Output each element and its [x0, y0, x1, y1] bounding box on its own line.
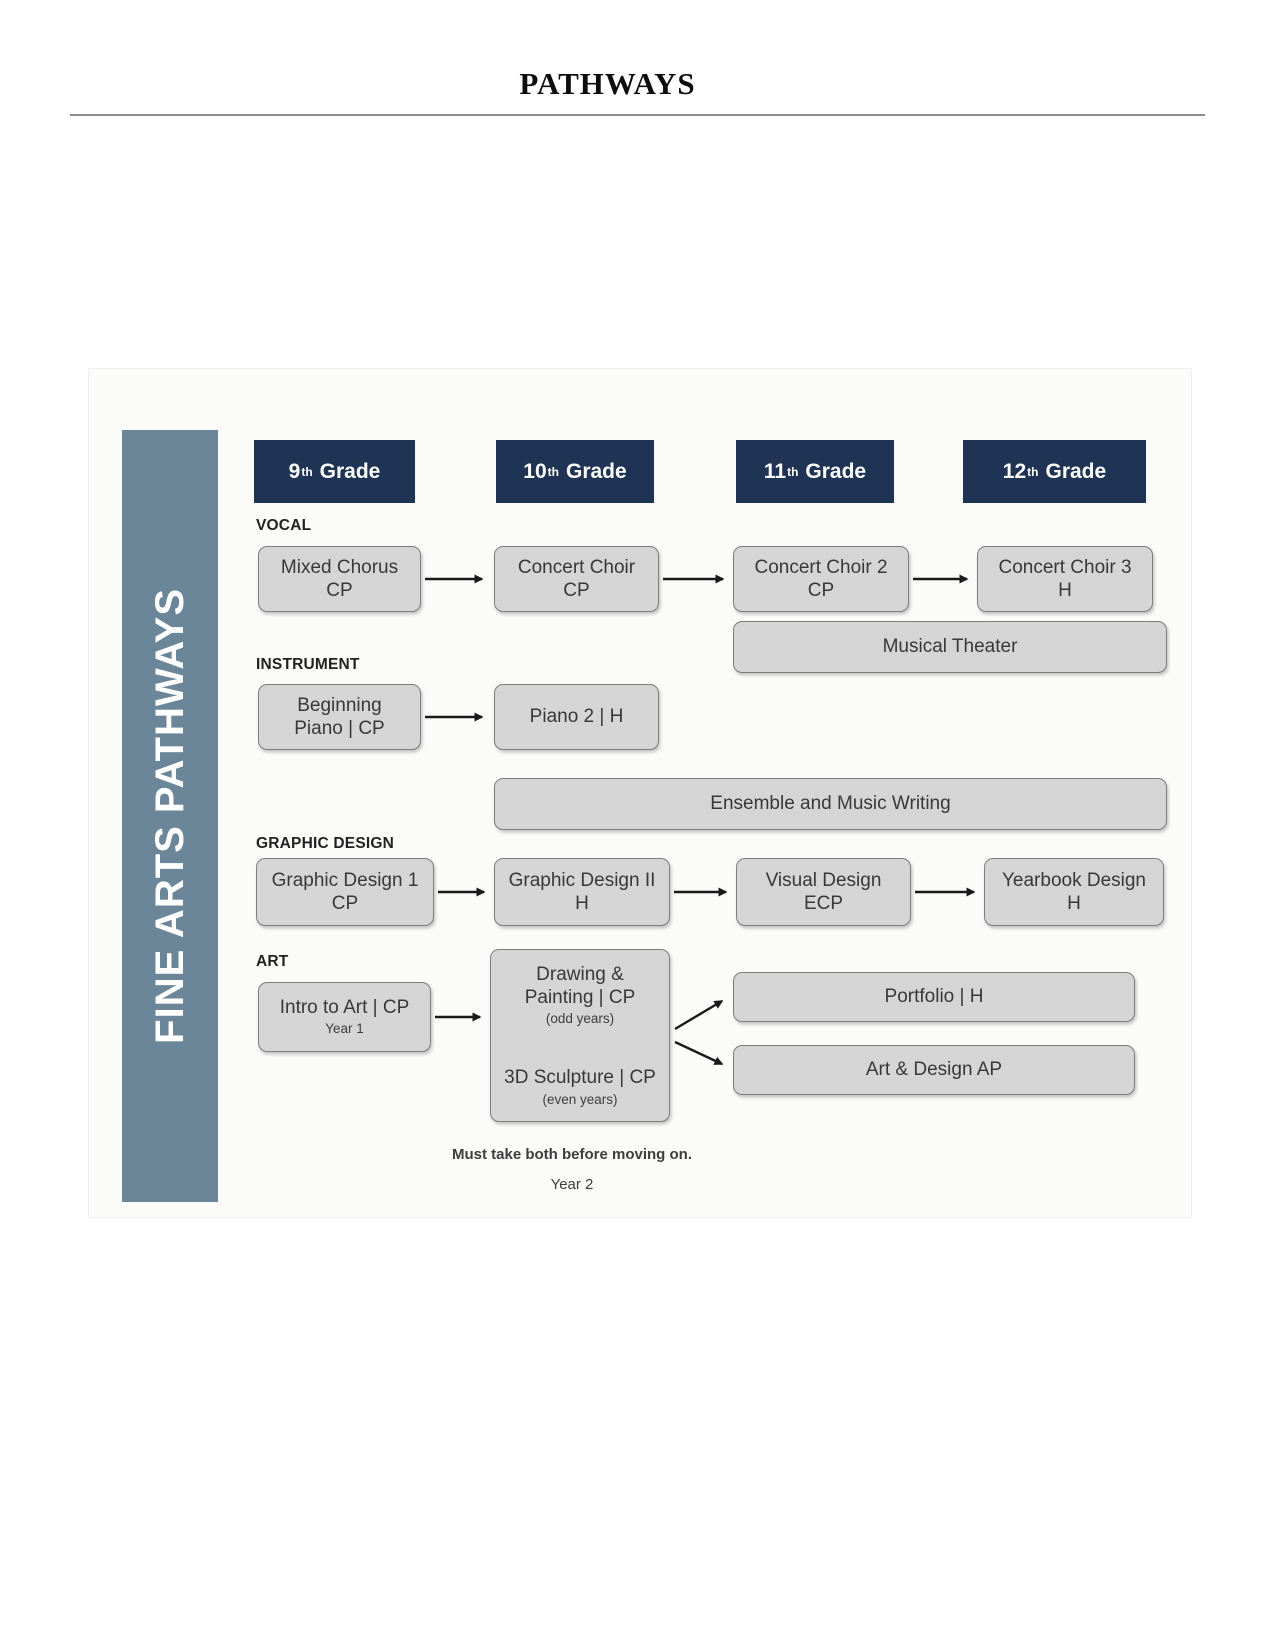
course-level: CP: [326, 580, 353, 601]
page-title: PATHWAYS: [519, 66, 696, 101]
course-box-art-design-ap: Art & Design AP: [733, 1045, 1135, 1095]
course-box-intro-to-art: Intro to Art | CP Year 1: [258, 982, 431, 1052]
course-box-graphic-design-1: Graphic Design 1 CP: [256, 858, 434, 926]
course-box-mixed-chorus: Mixed Chorus CP: [258, 546, 421, 612]
grade-word: Grade: [319, 459, 381, 483]
section-label-art: ART: [256, 953, 289, 970]
section-label-graphic-design: GRAPHIC DESIGN: [256, 835, 395, 852]
course-line: Graphic Design 1: [271, 869, 419, 891]
course-level: H: [575, 893, 589, 914]
course-line: Concert Choir 2: [754, 556, 888, 578]
course-line: 3D Sculpture | CP: [504, 1067, 656, 1089]
course-box-concert-choir-2: Concert Choir 2 CP: [733, 546, 909, 612]
grade-number: 12: [1002, 459, 1027, 483]
grade-number: 11: [763, 459, 787, 483]
course-line: Art & Design AP: [865, 1059, 1003, 1081]
course-box-yearbook-design: Yearbook Design H: [984, 858, 1164, 926]
grade-word: Grade: [1045, 459, 1107, 483]
course-level: H: [1058, 580, 1072, 601]
grade-number: 10: [523, 459, 547, 483]
course-line: Yearbook Design: [1001, 869, 1146, 891]
course-line: Ensemble and Music Writing: [710, 793, 951, 815]
course-box-graphic-design-2: Graphic Design II H: [494, 858, 670, 926]
course-line: Portfolio | H: [884, 986, 984, 1008]
course-line: Beginning: [297, 694, 382, 716]
caption-line-2: Year 2: [550, 1176, 594, 1193]
course-note: (odd years): [545, 1011, 615, 1027]
fine-arts-pathways-sidebar: FINE ARTS PATHWAYS: [122, 430, 218, 1202]
course-line: Concert Choir: [517, 556, 636, 578]
course-line: Graphic Design II: [508, 869, 656, 891]
title-divider: [70, 114, 1205, 116]
caption-line-1: Must take both before moving on.: [451, 1146, 692, 1163]
sidebar-label: FINE ARTS PATHWAYS: [147, 588, 192, 1044]
grade-number: 9: [288, 459, 301, 483]
course-level: CP: [807, 580, 835, 601]
course-level: ECP: [803, 893, 844, 914]
course-level: CP: [563, 580, 590, 601]
section-label-instrument: INSTRUMENT: [256, 656, 360, 673]
course-level: Piano | CP: [294, 718, 385, 739]
course-level: CP: [331, 893, 359, 914]
section-label-vocal: VOCAL: [256, 517, 312, 534]
course-level: H: [1067, 893, 1081, 914]
course-box-drawing-painting-3d-sculpture: Drawing & Painting | CP (odd years) 3D S…: [490, 949, 670, 1122]
course-line: Mixed Chorus: [280, 556, 399, 578]
course-box-concert-choir: Concert Choir CP: [494, 546, 659, 612]
grade-word: Grade: [805, 459, 867, 483]
course-note: (even years): [542, 1091, 618, 1107]
course-line: Piano 2 | H: [529, 706, 624, 728]
course-line: Visual Design: [765, 869, 882, 891]
course-note: Year 1: [325, 1021, 364, 1037]
course-line: Concert Choir 3: [998, 556, 1132, 578]
course-line: Intro to Art | CP: [279, 997, 410, 1019]
combo-bottom-group: 3D Sculpture | CP (even years): [504, 1066, 656, 1108]
course-box-beginning-piano: Beginning Piano | CP: [258, 684, 421, 750]
course-box-visual-design: Visual Design ECP: [736, 858, 911, 926]
course-line: Drawing &: [536, 964, 624, 985]
course-box-ensemble-music-writing: Ensemble and Music Writing: [494, 778, 1167, 830]
course-box-piano-2: Piano 2 | H: [494, 684, 659, 750]
course-box-musical-theater: Musical Theater: [733, 621, 1167, 673]
course-line: Musical Theater: [882, 636, 1018, 658]
grade-word: Grade: [565, 459, 627, 483]
course-box-portfolio: Portfolio | H: [733, 972, 1135, 1022]
course-line: Painting | CP: [524, 987, 636, 1009]
combo-top-group: Drawing & Painting | CP (odd years): [525, 963, 636, 1028]
course-box-concert-choir-3: Concert Choir 3 H: [977, 546, 1153, 612]
